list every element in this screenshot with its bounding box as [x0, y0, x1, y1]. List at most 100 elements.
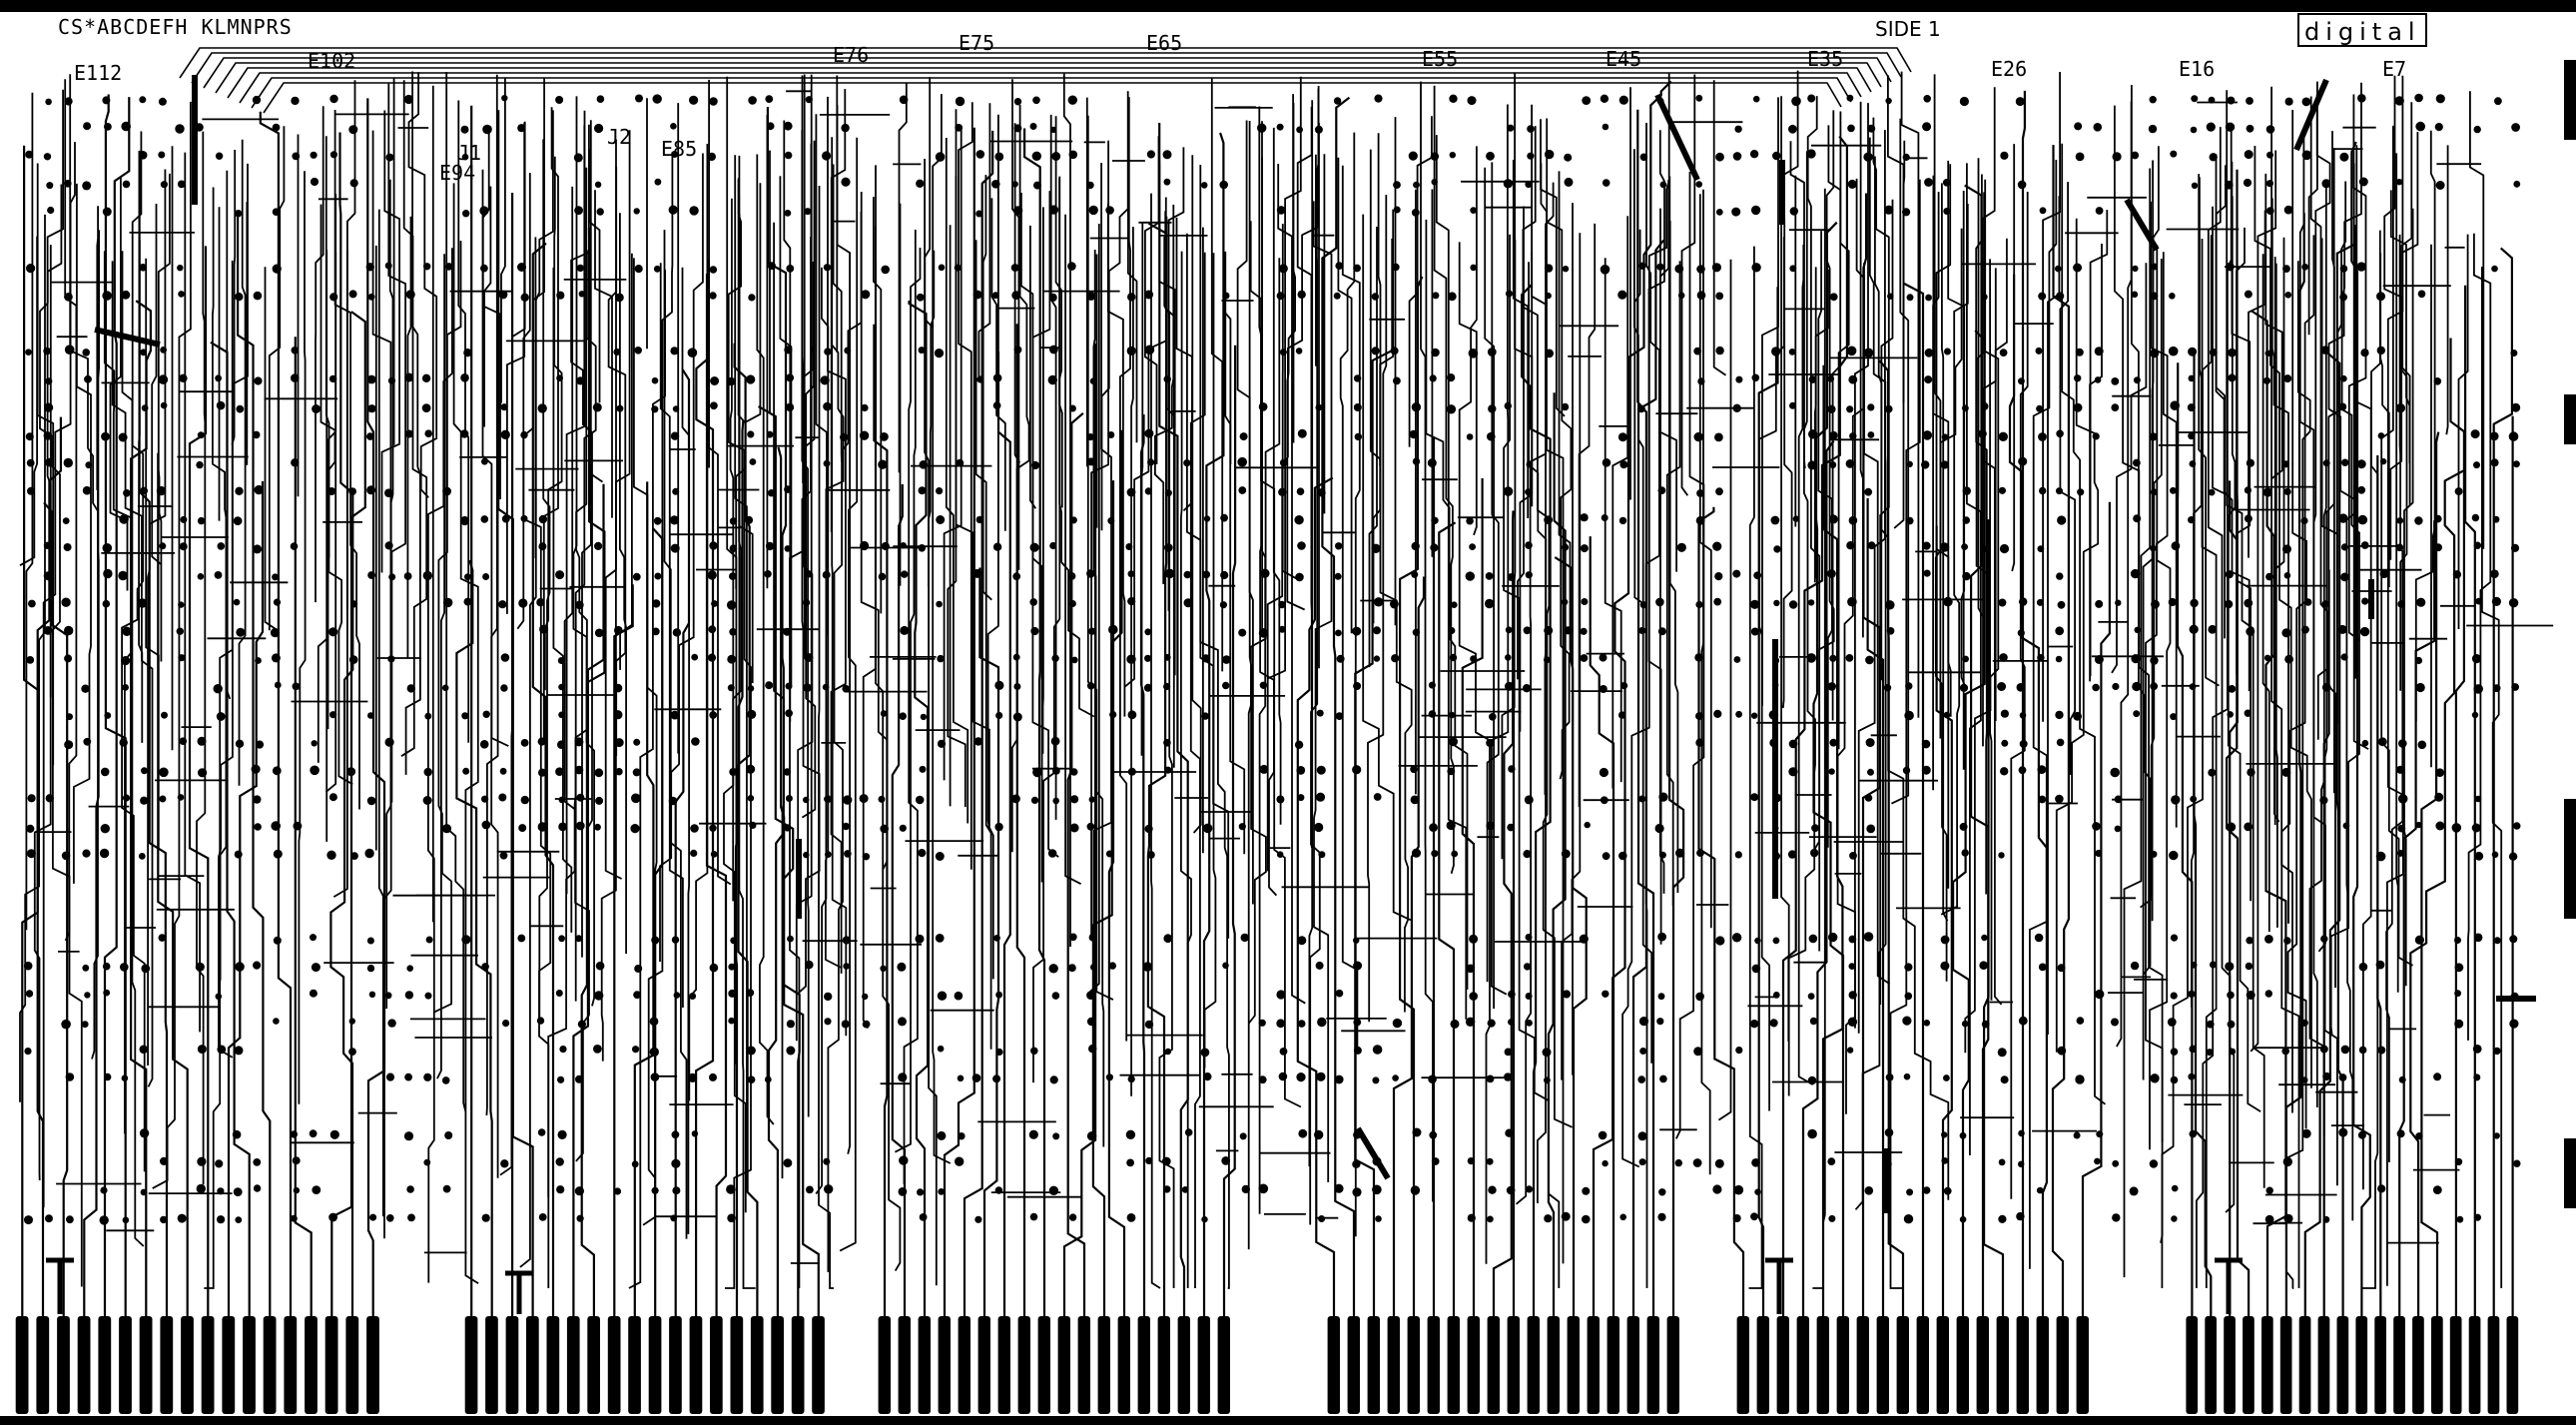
- solder-pad: [707, 653, 717, 662]
- solder-pad: [916, 293, 925, 302]
- solder-pad: [1088, 627, 1096, 635]
- solder-pad: [1902, 208, 1911, 217]
- copper-trace: [1717, 259, 1732, 1121]
- solder-pad: [2513, 180, 2521, 188]
- connector-finger: [1117, 1316, 1130, 1414]
- copper-trace: [226, 170, 232, 700]
- solder-pad: [2283, 487, 2291, 495]
- copper-trace: [924, 77, 934, 329]
- solder-pad: [217, 1215, 226, 1224]
- connector-finger: [2374, 1316, 2386, 1414]
- solder-pad: [195, 123, 204, 132]
- solder-pad: [783, 121, 793, 131]
- solder-pad: [1674, 1158, 1683, 1167]
- solder-pad: [2244, 290, 2253, 299]
- connector-finger: [958, 1316, 970, 1414]
- solder-pad: [993, 935, 1000, 942]
- copper-trace: [2380, 125, 2413, 967]
- solder-pad: [1146, 150, 1155, 159]
- chip-label-E65: E65: [1146, 31, 1182, 55]
- solder-pad: [1735, 1047, 1743, 1055]
- solder-pad: [1696, 489, 1704, 497]
- solder-pad: [1658, 1188, 1666, 1196]
- solder-pad: [1068, 150, 1078, 160]
- solder-pad: [461, 935, 471, 945]
- solder-pad: [1828, 768, 1835, 775]
- solder-pad: [2075, 152, 2085, 162]
- connector-finger: [607, 1316, 621, 1414]
- solder-pad: [2338, 1073, 2347, 1081]
- solder-pad: [236, 404, 245, 413]
- solder-pad: [1296, 1072, 1306, 1082]
- solder-pad: [293, 1186, 301, 1194]
- solder-pad: [2415, 821, 2422, 829]
- solder-pad: [329, 1129, 339, 1139]
- copper-trace: [2293, 78, 2329, 152]
- chip-label-E94: E94: [439, 161, 475, 185]
- solder-pad: [1239, 1132, 1247, 1140]
- solder-pad: [1353, 682, 1362, 690]
- solder-pad: [1431, 850, 1439, 858]
- solder-pad: [1768, 710, 1779, 720]
- solder-pad: [103, 989, 111, 997]
- solder-pad: [899, 824, 907, 832]
- solder-pad: [291, 347, 300, 355]
- solder-pad: [1372, 1184, 1382, 1195]
- solder-pad: [1296, 126, 1303, 134]
- solder-pad: [460, 429, 469, 438]
- solder-pad: [1998, 598, 2007, 607]
- solder-pad: [2073, 711, 2083, 721]
- copper-trace: [2345, 145, 2358, 1221]
- solder-pad: [2001, 739, 2009, 747]
- connector-finger: [1816, 1316, 1829, 1414]
- solder-pad: [1052, 1132, 1060, 1140]
- solder-pad: [574, 737, 584, 747]
- solder-pad: [1432, 292, 1440, 300]
- copper-trace: [2350, 141, 2371, 1318]
- solder-pad: [1127, 293, 1136, 302]
- solder-pad: [1451, 601, 1458, 608]
- solder-pad: [2263, 654, 2271, 661]
- solder-pad: [2395, 543, 2404, 552]
- solder-pad: [974, 1215, 982, 1223]
- copper-trace: [490, 74, 499, 1178]
- solder-pad: [2397, 824, 2406, 833]
- connector-finger: [1567, 1316, 1580, 1414]
- solder-pad: [1335, 629, 1342, 637]
- copper-trace: [945, 138, 969, 824]
- solder-pad: [254, 484, 264, 495]
- solder-pad: [1943, 596, 1953, 607]
- solder-pad: [63, 543, 72, 551]
- solder-pad: [1183, 459, 1191, 467]
- solder-pad: [1617, 432, 1627, 442]
- solder-pad: [273, 1018, 280, 1025]
- copper-trace: [1836, 263, 1865, 1029]
- copper-trace: [908, 301, 930, 1318]
- solder-pad: [216, 712, 226, 721]
- solder-pad: [2073, 1131, 2081, 1139]
- solder-pad: [1050, 736, 1060, 746]
- solder-pad: [2055, 794, 2064, 804]
- solder-pad: [803, 851, 810, 859]
- solder-pad: [1773, 599, 1780, 607]
- connector-finger: [791, 1316, 805, 1414]
- solder-pad: [160, 347, 168, 354]
- solder-pad: [1163, 178, 1171, 186]
- copper-trace: [151, 204, 163, 566]
- connector-finger: [1037, 1316, 1050, 1414]
- connector-finger: [526, 1316, 539, 1414]
- solder-pad: [406, 1185, 414, 1193]
- solder-pad: [1108, 962, 1117, 970]
- solder-pad: [1392, 1074, 1399, 1081]
- solder-pad: [2170, 934, 2179, 942]
- solder-pad: [26, 656, 35, 664]
- solder-pad: [1619, 460, 1628, 469]
- solder-pad: [689, 993, 697, 1000]
- solder-pad: [2265, 125, 2275, 134]
- solder-pad: [2246, 97, 2254, 105]
- solder-pad: [1638, 795, 1646, 803]
- solder-pad: [2168, 346, 2179, 356]
- solder-pad: [2434, 123, 2443, 132]
- solder-pad: [24, 1048, 32, 1056]
- solder-pad: [1561, 598, 1569, 606]
